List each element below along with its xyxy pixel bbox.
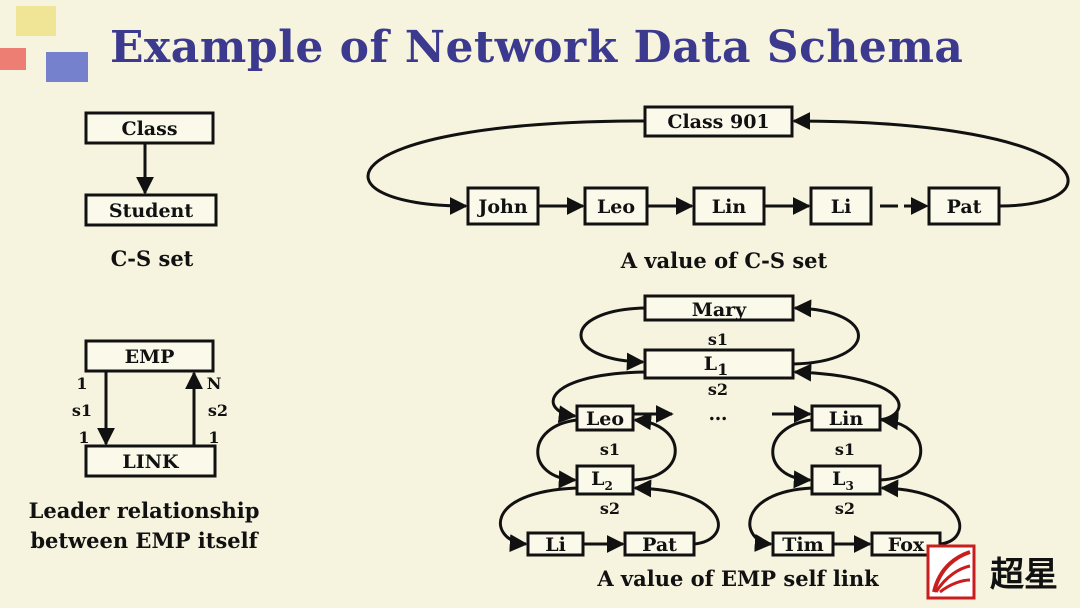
- link-record-label: LINK: [122, 451, 180, 473]
- l1-s2-label: s2: [708, 380, 728, 399]
- chaoxing-logo-icon: 超星: [926, 544, 1058, 600]
- lin-box: [810, 404, 882, 432]
- member-box-john: [466, 186, 540, 226]
- emp-caption-line2: between EMP itself: [30, 528, 259, 553]
- emp-caption-line1: Leader relationship: [29, 498, 260, 523]
- cs-value: Class 901 John Leo Lin Li Pat A value of…: [366, 105, 1070, 273]
- member-label-li: Li: [831, 196, 852, 218]
- class-901-label: Class 901: [667, 111, 769, 133]
- link-l3-box: [810, 464, 882, 496]
- student-record-box: [84, 193, 218, 227]
- link-l1-label: L1: [704, 353, 729, 379]
- link-l3-subscript: 3: [846, 479, 854, 493]
- l1-to-mary-arrow: [792, 299, 860, 366]
- cs-last-to-owner-arrow: [792, 112, 1070, 208]
- member-label-pat: Pat: [947, 196, 982, 218]
- link-l3-letter: L: [832, 468, 845, 490]
- link-l2-box: [575, 464, 635, 496]
- link-l2-letter: L: [591, 468, 604, 490]
- l3-s2-label: s2: [835, 499, 855, 518]
- cs-value-caption: A value of C-S set: [620, 248, 828, 273]
- link-l3-label: L3: [832, 468, 854, 493]
- mary-box: [643, 294, 795, 322]
- emp-schema: EMP LINK 1 s1 1 N s2 1 Leader relationsh…: [29, 339, 260, 553]
- lin-to-l3-arrow: [771, 418, 813, 489]
- chaoxing-logo: 超星: [926, 542, 1076, 604]
- pat-to-l2-arrow: [633, 479, 720, 546]
- l3-to-lin-arrow: [879, 412, 923, 482]
- l2-s2-label: s2: [600, 499, 620, 518]
- decor-square-red: [0, 48, 26, 70]
- s2-bottom-cardinality: 1: [208, 428, 219, 447]
- link-l1-box: [643, 348, 795, 380]
- l2-to-leo-arrow: [632, 412, 677, 482]
- s2-set-name: s2: [208, 401, 228, 420]
- l2-to-li-arrow: [498, 486, 578, 553]
- emp-record-label: EMP: [125, 346, 175, 368]
- emp-value: Mary L1 s1 s2 Leo Lin … L2 L3 s1 s1 s2 s…: [498, 294, 962, 591]
- lin-label: Lin: [829, 408, 864, 430]
- decor-square-yellow: [16, 6, 56, 36]
- member-box-pat: [927, 186, 1001, 226]
- class-record-label: Class: [121, 118, 177, 140]
- leo-label: Leo: [586, 408, 624, 430]
- cs-schema: Class Student C-S set: [84, 111, 218, 271]
- lin-l3-s1-label: s1: [835, 440, 855, 459]
- li-label: Li: [545, 534, 566, 556]
- member-label-john: John: [476, 196, 527, 218]
- cs-set-caption: C-S set: [111, 246, 194, 271]
- s1-top-cardinality: 1: [76, 374, 87, 393]
- s1-set-name: s1: [72, 401, 92, 420]
- s1-bottom-cardinality: 1: [78, 428, 89, 447]
- student-record-label: Student: [109, 200, 193, 222]
- decor-square-blue: [46, 52, 88, 82]
- link-l2-subscript: 2: [605, 479, 613, 493]
- member-label-leo: Leo: [597, 196, 635, 218]
- fox-label: Fox: [888, 534, 925, 556]
- class-record-box: [84, 111, 215, 145]
- link-l1-subscript: 1: [717, 360, 728, 379]
- link-l1-letter: L: [704, 353, 717, 375]
- link-l2-label: L2: [591, 468, 613, 493]
- mary-l1-s1-label: s1: [708, 330, 728, 349]
- mary-to-l1-arrow: [579, 306, 646, 371]
- fox-to-l3-arrow: [880, 479, 962, 546]
- member-label-lin: Lin: [712, 196, 747, 218]
- emp-record-box: [84, 339, 215, 373]
- member-box-li: [809, 186, 873, 226]
- s2-top-cardinality: N: [207, 374, 222, 393]
- slide-title: Example of Network Data Schema: [110, 22, 964, 73]
- tim-label: Tim: [782, 534, 823, 556]
- emp-value-caption: A value of EMP self link: [596, 566, 879, 591]
- leo-to-l2-arrow: [536, 418, 578, 489]
- l1-to-leo-arrow: [551, 370, 646, 424]
- cs-owner-to-first-arrow: [366, 119, 646, 215]
- pat-label: Pat: [642, 534, 677, 556]
- ellipsis-label: …: [709, 403, 728, 425]
- link-record-box: [84, 444, 217, 478]
- class-901-box: [643, 105, 794, 138]
- chaoxing-logo-text: 超星: [990, 555, 1058, 595]
- mary-label: Mary: [692, 299, 747, 321]
- leo-l2-s1-label: s1: [600, 440, 620, 459]
- l3-to-tim-arrow: [748, 486, 813, 552]
- leo-box: [575, 404, 635, 432]
